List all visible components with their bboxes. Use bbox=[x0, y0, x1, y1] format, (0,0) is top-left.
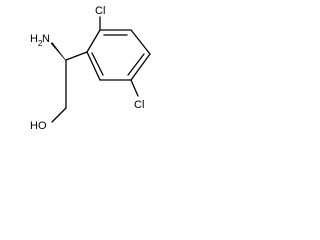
amine-label-h: H bbox=[30, 33, 38, 45]
ring-double-c4-c5 bbox=[127, 53, 145, 76]
chloro-label-top: Cl bbox=[95, 5, 105, 17]
chloro-label-right: Cl bbox=[134, 99, 144, 111]
wedge-bond bbox=[50, 42, 67, 61]
bond-chiral-ring bbox=[65, 51, 88, 61]
amine-label-n: N bbox=[42, 33, 50, 45]
ring-bond-c3-c4 bbox=[130, 29, 151, 55]
hydroxyl-label: HO bbox=[30, 120, 47, 132]
ring-double-c6-c1 bbox=[91, 52, 104, 76]
ring-bond-c4-c5 bbox=[130, 53, 151, 81]
bond-c5-chloro bbox=[130, 79, 139, 97]
ring-bond-c1-c2 bbox=[86, 29, 101, 53]
bond-ch2-oh bbox=[51, 107, 67, 123]
ring-bond-c6-c1 bbox=[86, 51, 101, 81]
amine-label-sub: 2 bbox=[38, 39, 43, 48]
molecule-structure: H 2 N Cl Cl HO bbox=[30, 5, 151, 132]
